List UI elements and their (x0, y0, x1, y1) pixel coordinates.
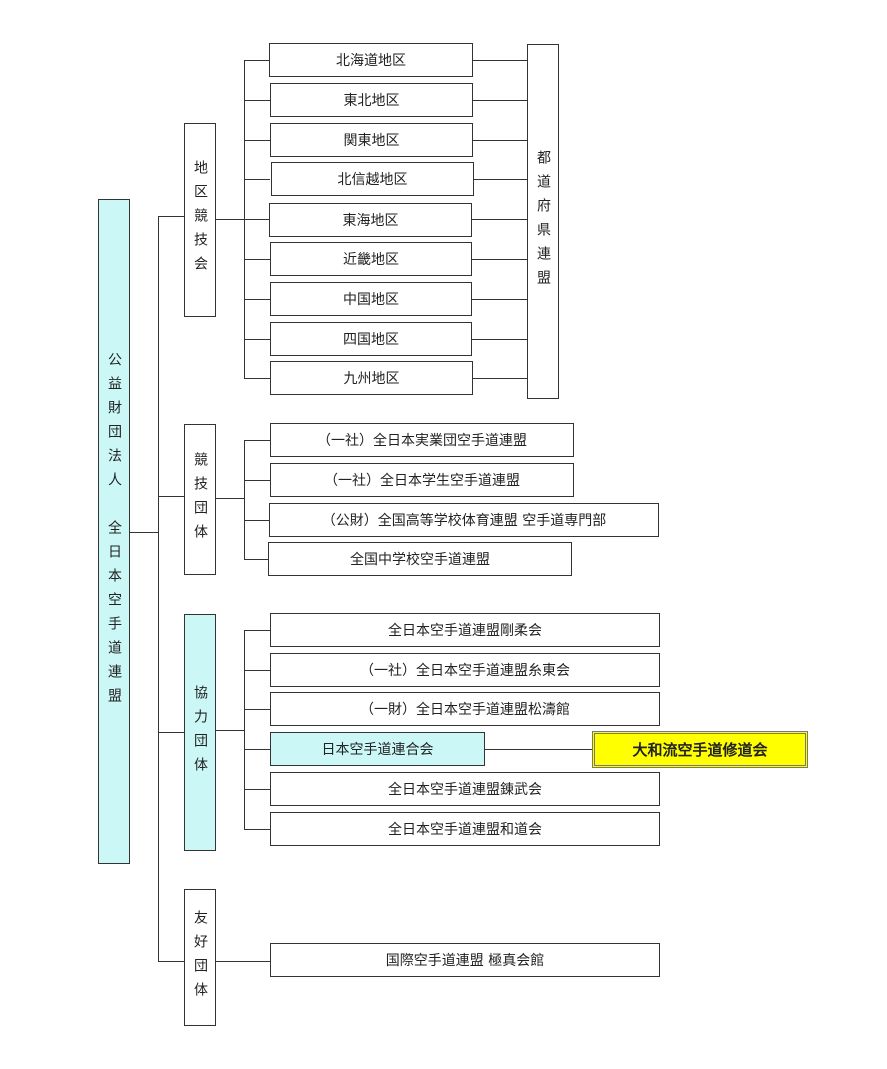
region-item-label: 四国地区 (343, 332, 399, 348)
connector (244, 100, 270, 101)
region-item-label: 北信越地区 (337, 172, 408, 188)
connector (158, 216, 159, 962)
cooperative-item: 全日本空手道連盟和道会 (270, 812, 660, 846)
connector (472, 378, 527, 379)
connector (215, 730, 245, 731)
connector (472, 339, 527, 340)
competitive-item: （一社）全日本実業団空手道連盟 (270, 423, 574, 457)
friendship-item-label: 国際空手道連盟 極真会館 (385, 953, 545, 969)
cooperative-item-label: （一社）全日本空手道連盟糸東会 (360, 663, 570, 679)
connector (244, 829, 270, 830)
region-item-label: 関東地区 (343, 133, 400, 149)
connector (244, 140, 270, 141)
competitive-item-label: （一社）全日本学生空手道連盟 (324, 473, 520, 489)
region-item: 東海地区 (269, 203, 472, 237)
connector (244, 219, 270, 220)
connector (244, 670, 270, 671)
highlight-org: 大和流空手道修道会 (592, 731, 808, 768)
competitive-item: 全国中学校空手道連盟 (268, 542, 572, 576)
competitive-item-label: （公財）全国高等学校体育連盟 空手道専門部 (321, 513, 607, 529)
connector (158, 496, 184, 497)
connector (244, 60, 270, 61)
cooperative-item-label: 全日本空手道連盟剛柔会 (388, 623, 542, 639)
cooperative-item-label: 全日本空手道連盟和道会 (388, 822, 542, 838)
region-item-label: 近畿地区 (343, 252, 399, 268)
connector (244, 789, 270, 790)
competitive-item: （一社）全日本学生空手道連盟 (270, 463, 574, 497)
group-label: 競技団体 (192, 451, 208, 548)
connector (244, 179, 270, 180)
connector (484, 749, 592, 750)
cooperative-item: （一社）全日本空手道連盟糸東会 (270, 653, 660, 687)
connector (472, 100, 527, 101)
competitive-item-label: 全国中学校空手道連盟 (350, 552, 490, 568)
group-friendship: 友好団体 (184, 889, 216, 1026)
connector (215, 961, 270, 962)
connector (472, 140, 527, 141)
cooperative-item: 全日本空手道連盟錬武会 (270, 772, 660, 806)
region-item-label: 東海地区 (342, 213, 399, 229)
group-label: 協力団体 (192, 684, 208, 781)
region-item: 北信越地区 (271, 162, 474, 196)
group-label: 地区競技会 (192, 160, 208, 280)
connector (244, 259, 270, 260)
prefecture-federation: 都道府県連盟 (527, 44, 559, 399)
connector (244, 749, 270, 750)
competitive-item-label: （一社）全日本実業団空手道連盟 (317, 433, 527, 449)
region-item: 四国地区 (270, 322, 472, 356)
region-item: 東北地区 (270, 83, 473, 117)
cooperative-item: 日本空手道連合会 (270, 732, 485, 766)
cooperative-item: 全日本空手道連盟剛柔会 (270, 613, 660, 647)
connector (244, 440, 270, 441)
competitive-item: （公財）全国高等学校体育連盟 空手道専門部 (269, 503, 659, 537)
connector (244, 339, 270, 340)
cooperative-item-label: 日本空手道連合会 (321, 742, 434, 758)
region-item: 近畿地区 (270, 242, 472, 276)
group-label: 友好団体 (192, 909, 208, 1006)
region-item: 中国地区 (270, 282, 472, 316)
connector (244, 559, 270, 560)
connector (244, 480, 270, 481)
connector (472, 219, 527, 220)
friendship-item: 国際空手道連盟 極真会館 (270, 943, 660, 977)
cooperative-item-label: 全日本空手道連盟錬武会 (388, 782, 542, 798)
root-org: 公益財団法人 全日本空手道連盟 (98, 199, 130, 864)
region-item-label: 東北地区 (343, 93, 400, 109)
connector (472, 259, 527, 260)
region-item-label: 九州地区 (343, 371, 400, 387)
connector (244, 630, 270, 631)
root-org-label: 公益財団法人 全日本空手道連盟 (106, 351, 122, 712)
prefecture-federation-label: 都道府県連盟 (535, 149, 551, 294)
connector (244, 520, 270, 521)
connector (244, 709, 270, 710)
connector (158, 216, 184, 217)
connector (244, 630, 245, 829)
connector (158, 961, 184, 962)
cooperative-item: （一財）全日本空手道連盟松濤館 (270, 692, 660, 726)
group-competitive: 競技団体 (184, 424, 216, 575)
connector (215, 498, 245, 499)
region-item: 九州地区 (270, 361, 473, 395)
region-item: 関東地区 (270, 123, 473, 157)
cooperative-item-label: （一財）全日本空手道連盟松濤館 (360, 702, 570, 718)
connector (472, 60, 527, 61)
region-item: 北海道地区 (269, 43, 473, 77)
connector (244, 299, 270, 300)
connector (215, 219, 245, 220)
highlight-org-label: 大和流空手道修道会 (632, 741, 768, 759)
region-item-label: 北海道地区 (336, 53, 406, 69)
connector (472, 299, 527, 300)
group-regional: 地区競技会 (184, 123, 216, 317)
connector (472, 179, 527, 180)
connector (129, 532, 159, 533)
connector (244, 440, 245, 559)
region-item-label: 中国地区 (343, 292, 399, 308)
connector (158, 732, 184, 733)
connector (244, 378, 270, 379)
group-cooperative: 協力団体 (184, 614, 216, 851)
